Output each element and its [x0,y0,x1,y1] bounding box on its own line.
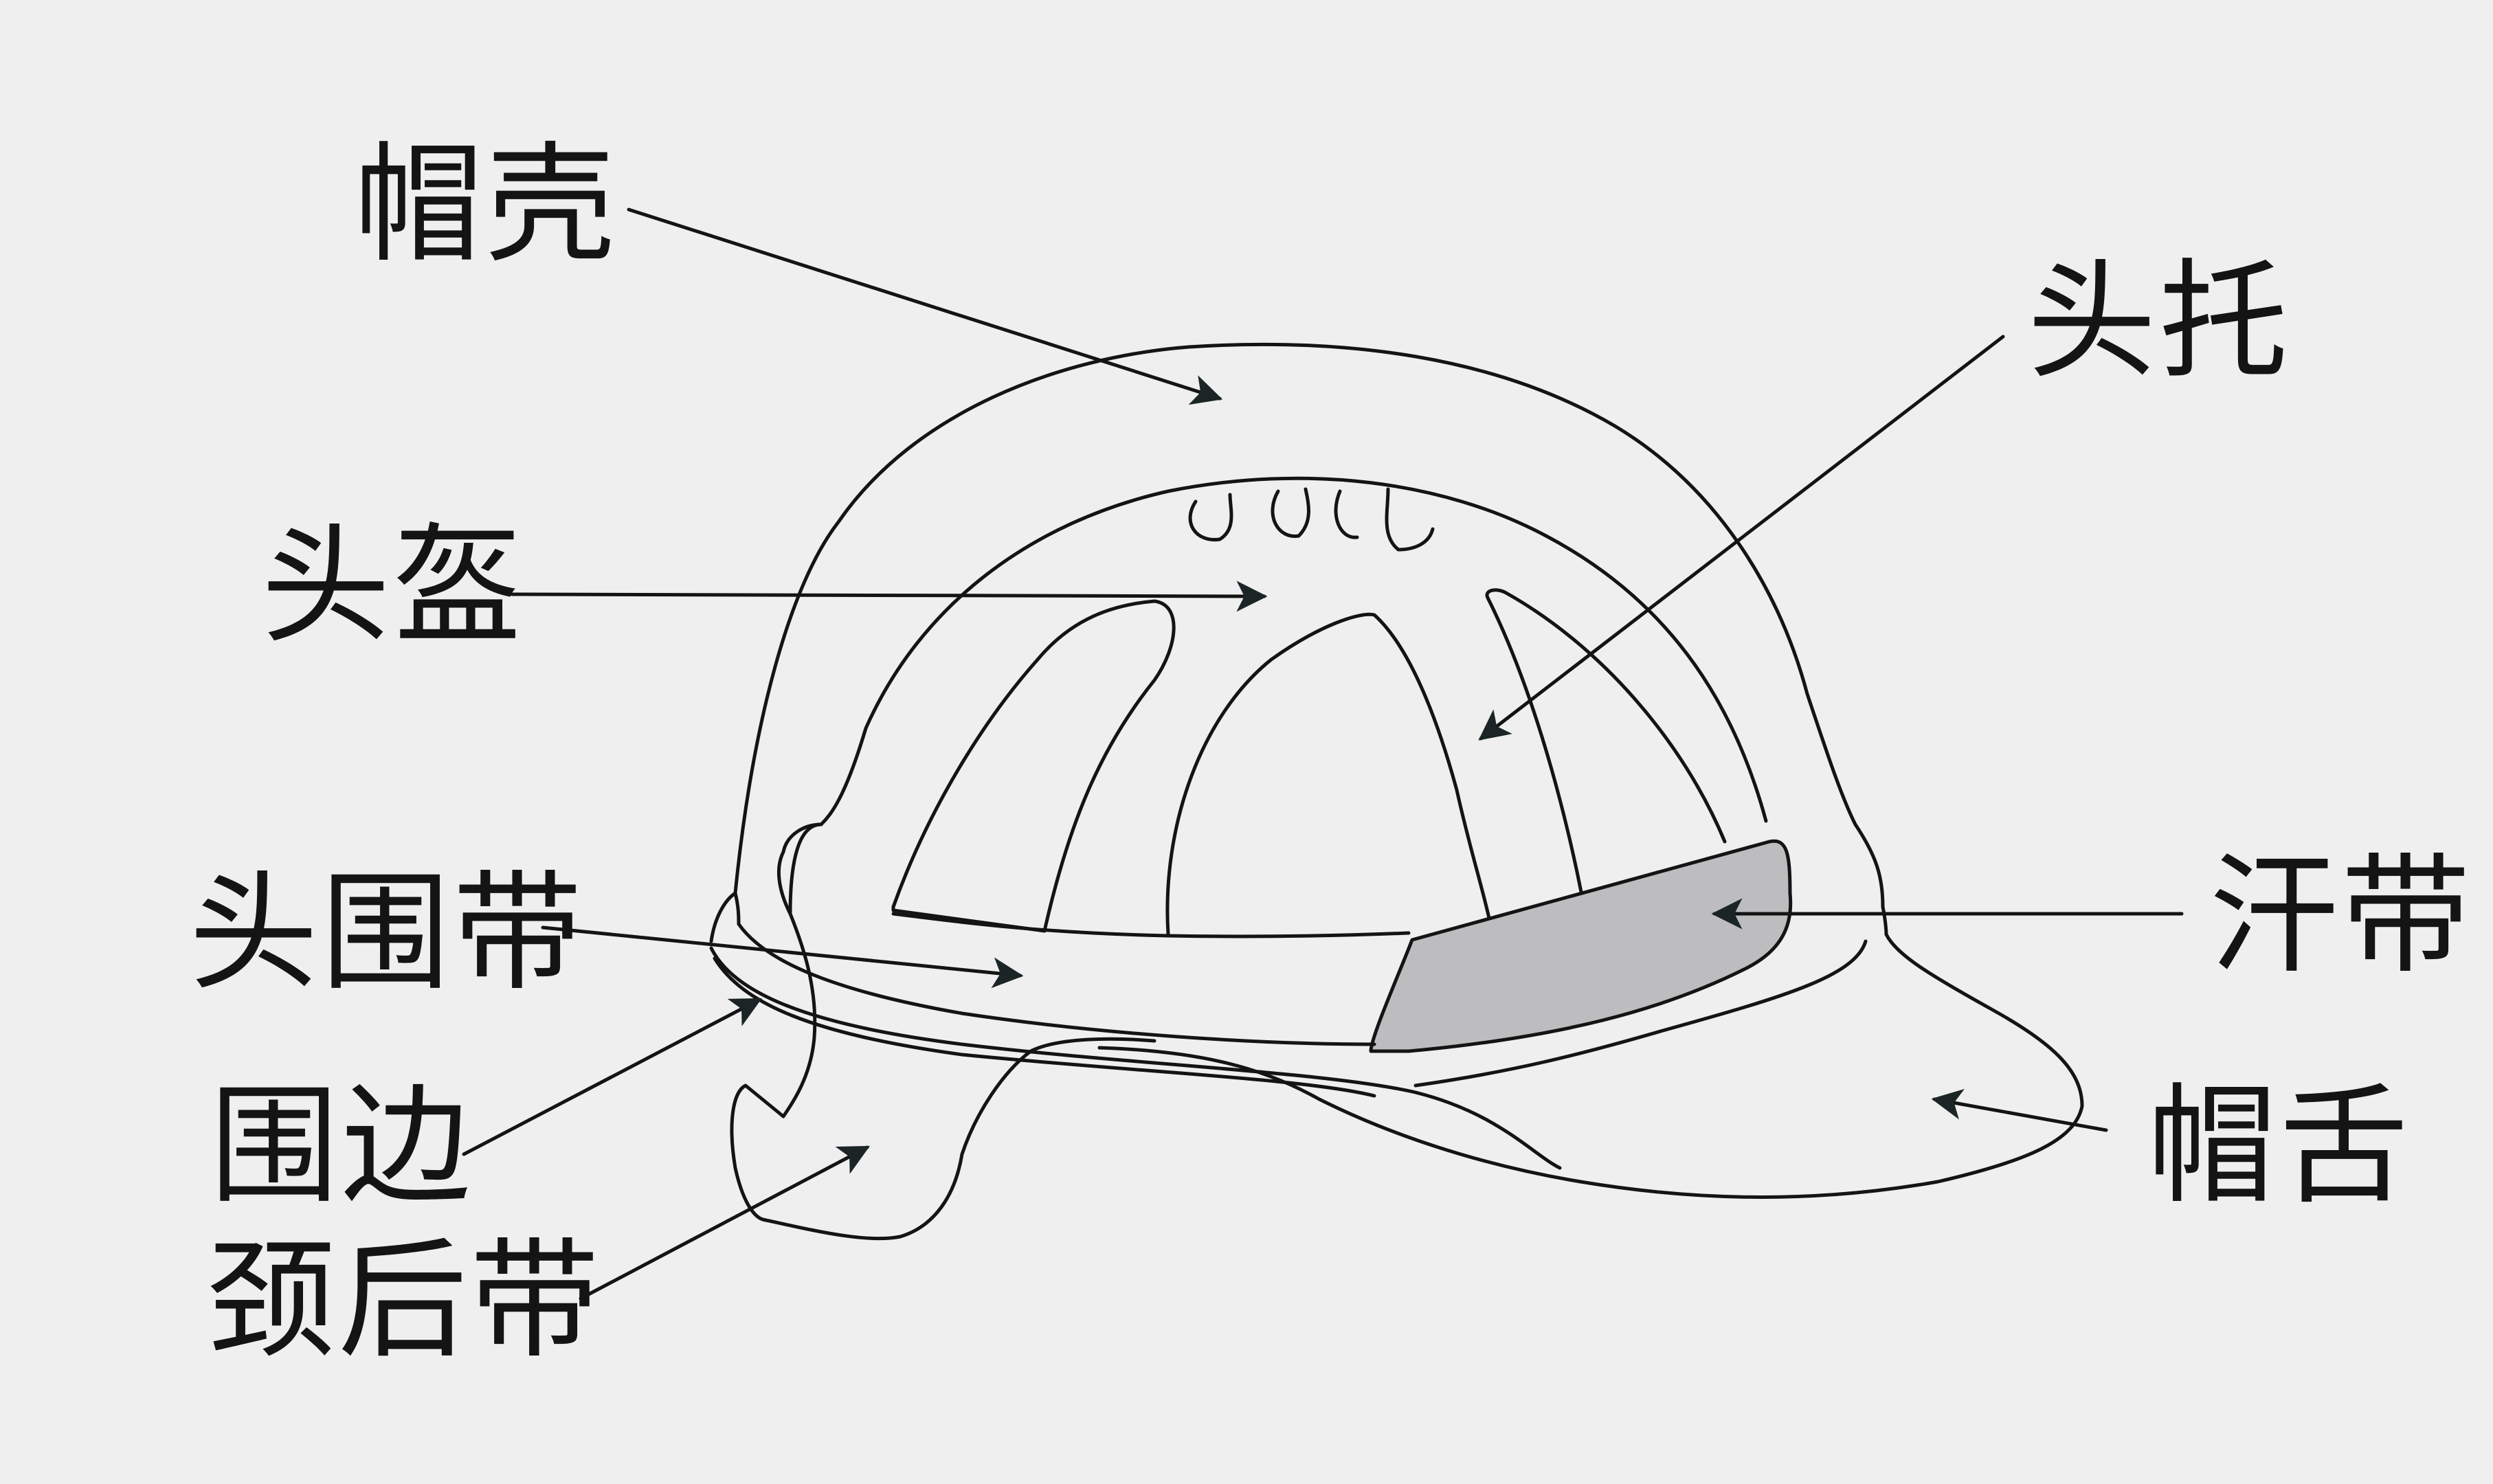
sweatband-shape [1371,841,1791,1051]
label-cradle: 头托 [2027,258,2291,387]
leader-headband [543,928,1020,976]
vent-hole-4 [1387,489,1433,550]
label-headband: 头围带 [189,869,585,998]
label-shell: 帽壳 [354,141,618,270]
cradle-window-center [1167,614,1491,934]
helmet-inner-arch [790,478,1766,914]
leader-neck-strap [581,1147,867,1298]
label-helmet: 头盔 [261,522,525,651]
label-brim: 帽舌 [2147,1082,2411,1211]
neck-strap-outline [732,914,1154,1239]
label-neck-strap: 颈后带 [206,1237,602,1366]
helmet-shell-outline [735,344,1886,934]
leader-rim [464,1000,759,1154]
leader-helmet [512,594,1264,596]
label-rim: 围边 [210,1082,473,1211]
vent-hole-2 [1273,489,1309,536]
leader-shell [629,210,1220,398]
vent-hole-1 [1190,495,1231,540]
vent-hole-3 [1336,491,1357,537]
headband-base-line [893,914,1409,936]
cradle-window-left [893,601,1174,931]
label-sweatband: 汗带 [2209,852,2473,981]
